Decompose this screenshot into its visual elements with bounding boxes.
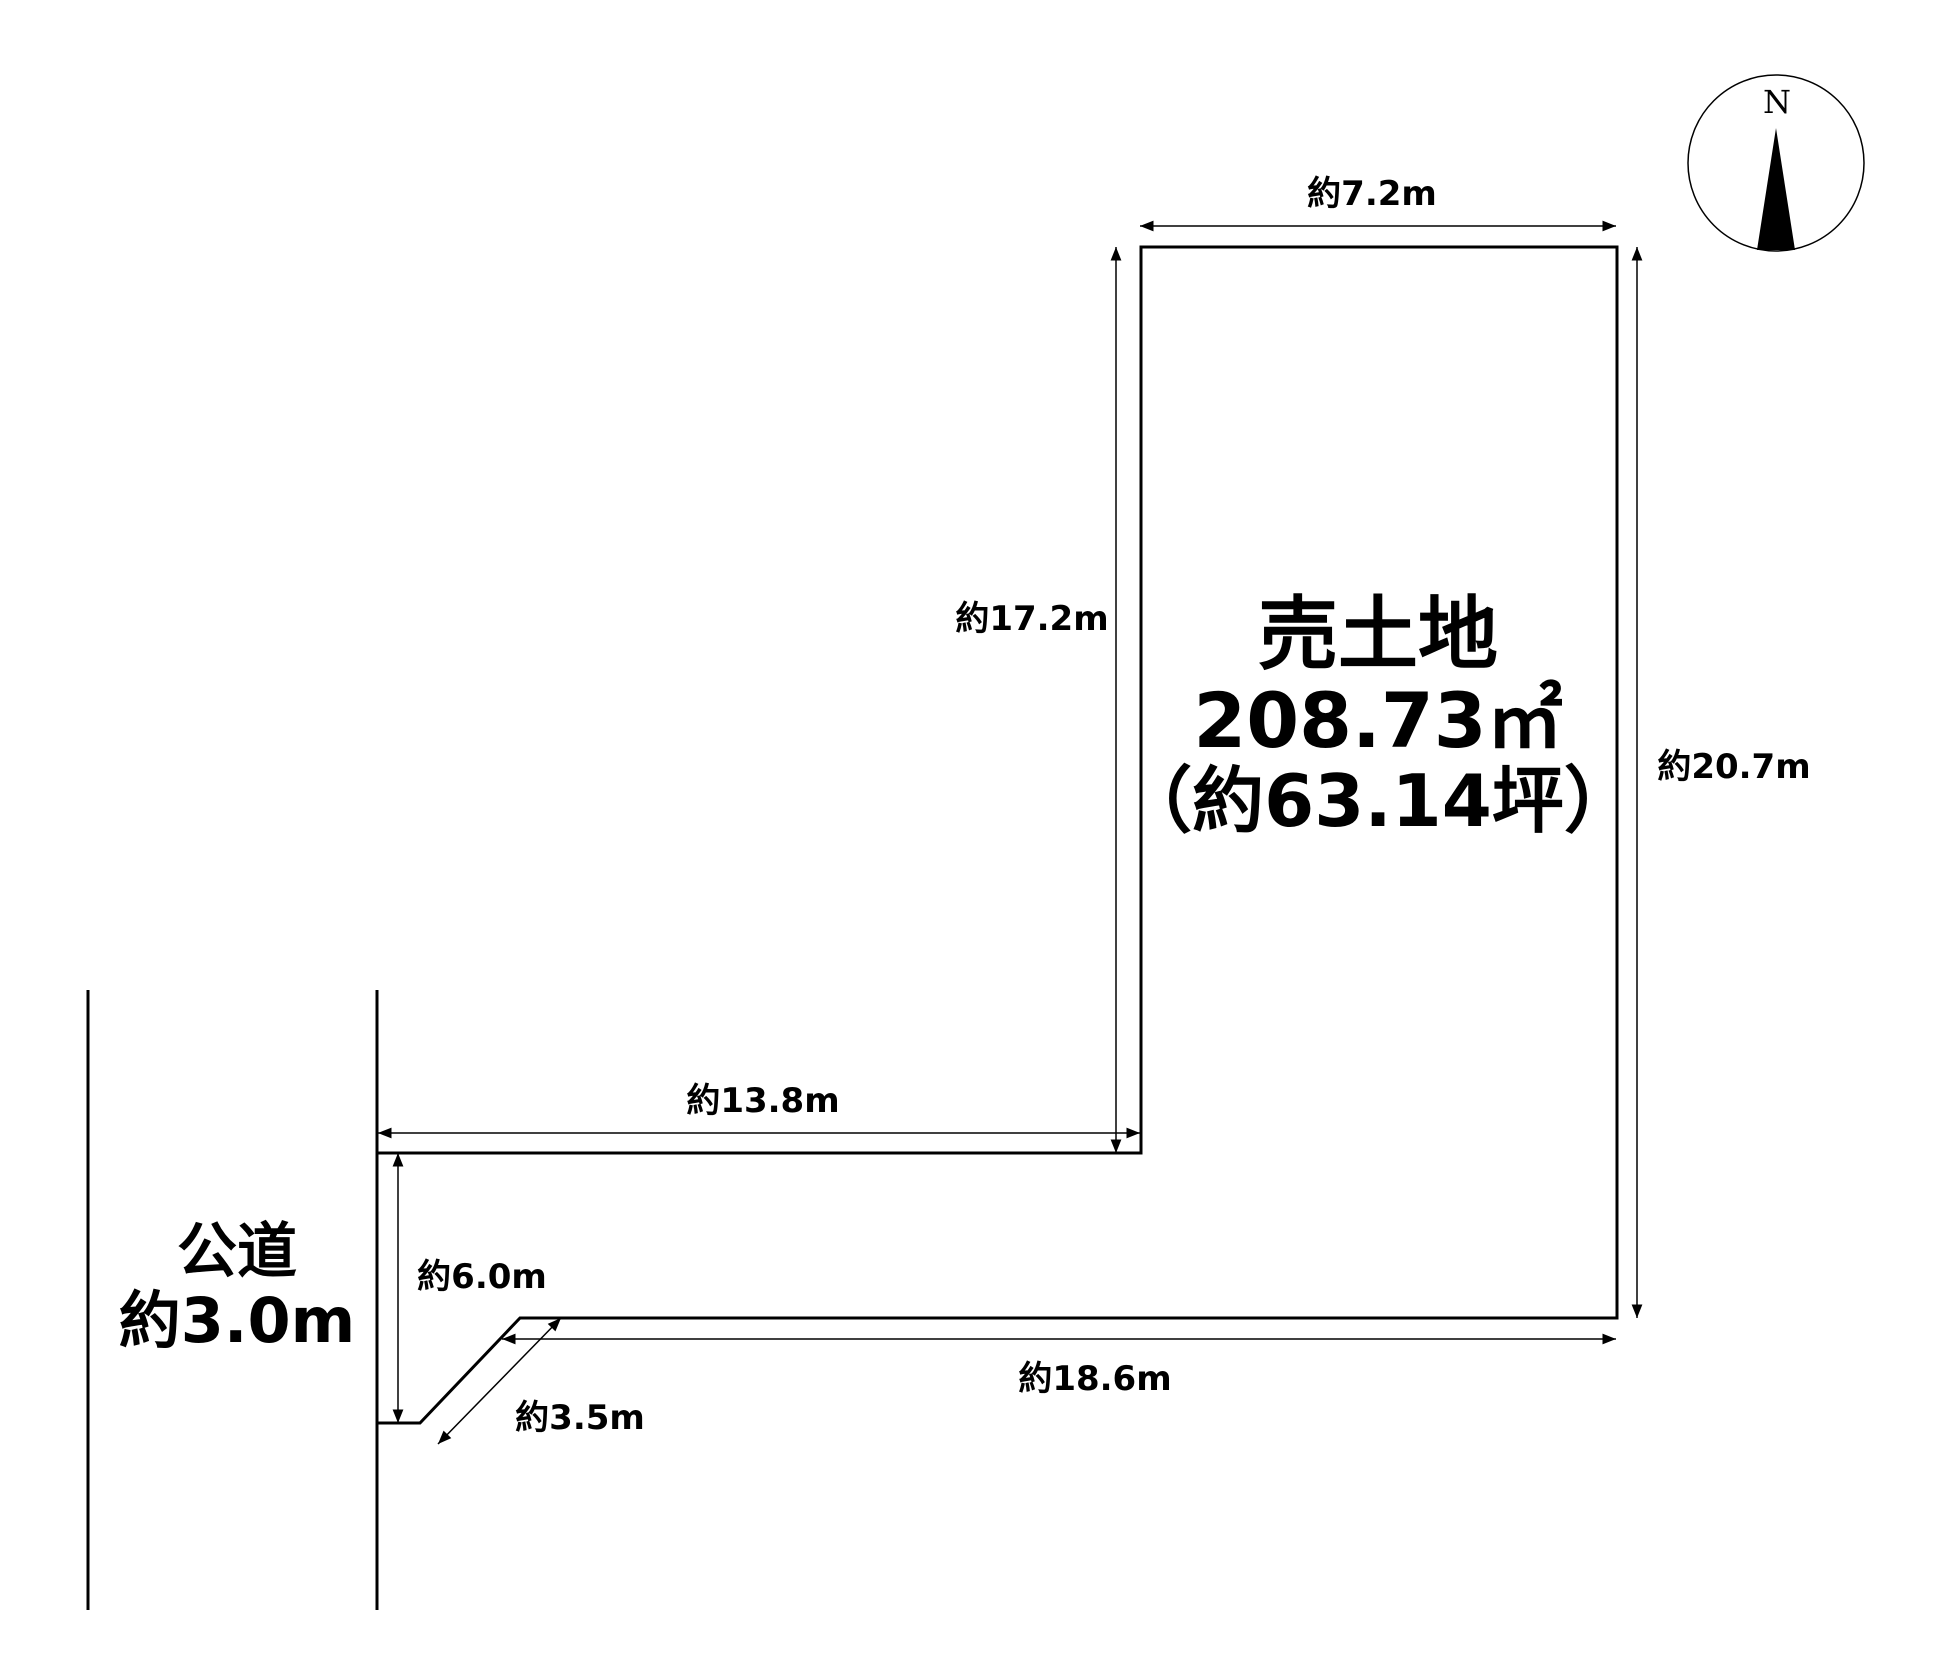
dim-label-bottom: 約18.6m (1018, 1359, 1171, 1399)
dim-label-chamfer: 約3.5m (515, 1398, 645, 1438)
dim-label-right: 約20.7m (1657, 747, 1810, 787)
road-label: 公道 (177, 1217, 297, 1287)
compass-north-label: N (1763, 83, 1791, 121)
dim-label-top: 約7.2m (1307, 174, 1437, 214)
lot-area-tsubo: （約63.14坪） (1120, 759, 1636, 843)
dim-line-chamfer (437, 1317, 562, 1445)
lot-title: 売土地 (1258, 588, 1498, 681)
road-width-label: 約3.0m (119, 1284, 355, 1357)
dim-label-middle: 約13.8m (686, 1081, 839, 1121)
lot-area: 208.73㎡ (1193, 676, 1562, 765)
north-arrow-icon: N (1687, 74, 1865, 252)
dim-label-left-lower: 約6.0m (417, 1257, 547, 1297)
lot-outline (375, 245, 1619, 1425)
dim-label-left-upper: 約17.2m (955, 599, 1108, 639)
